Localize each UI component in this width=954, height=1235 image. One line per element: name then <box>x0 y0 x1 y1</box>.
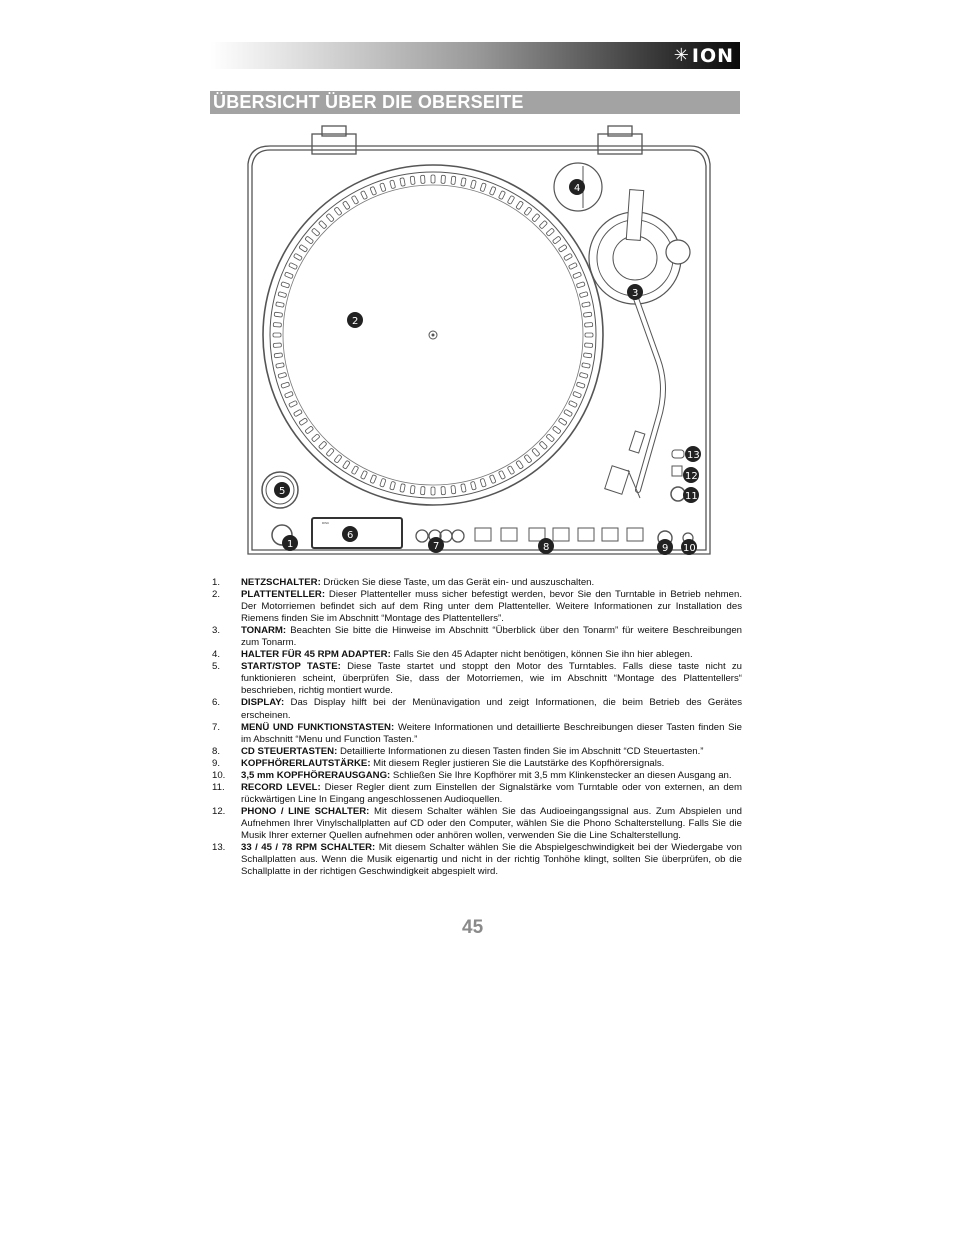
item-term: PHONO / LINE SCHALTER: <box>241 805 370 817</box>
svg-text:8: 8 <box>543 542 549 553</box>
item-text: Dieser Plattenteller muss sicher befesti… <box>241 589 742 625</box>
item-text: Detaillierte Informationen zu diesen Tas… <box>337 745 704 757</box>
item-term: KOPFHÖRERLAUTSTÄRKE: <box>241 757 371 769</box>
list-item: 9.KOPFHÖRERLAUTSTÄRKE: Mit diesem Regler… <box>212 757 665 769</box>
item-text: Das Display hilft bei der Menünavigation… <box>241 697 742 721</box>
item-text: Weitere Informationen und detaillierte B… <box>241 721 742 745</box>
list-item: 12.PHONO / LINE SCHALTER: Mit diesem Sch… <box>212 805 742 841</box>
svg-text:13: 13 <box>687 450 700 461</box>
svg-text:2: 2 <box>352 316 358 327</box>
ion-star-icon: ✳ <box>673 45 690 66</box>
item-term: PLATTENTELLER: <box>241 589 326 601</box>
item-term: START/STOP TASTE: <box>241 661 341 673</box>
item-term: MENÜ UND FUNKTIONSTASTEN: <box>241 721 395 733</box>
svg-text:6: 6 <box>347 530 353 541</box>
item-text: Beachten Sie bitte die Hinweise im Absch… <box>241 625 742 649</box>
item-text: Mit diesem Schalter wählen Sie die Abspi… <box>241 842 742 878</box>
list-item: 1.NETZSCHALTER: Drücken Sie diese Taste,… <box>212 577 595 588</box>
list-item: 13.33 / 45 / 78 RPM SCHALTER: Mit diesem… <box>212 842 742 878</box>
svg-text:3: 3 <box>632 288 638 299</box>
item-text: Falls Sie den 45 Adapter nicht benötigen… <box>390 649 693 661</box>
turntable-top-diagram: DISC 1 2 3 4 5 6 7 8 9 10 <box>240 120 720 560</box>
item-term: 33 / 45 / 78 RPM SCHALTER: <box>241 842 376 854</box>
item-term: NETZSCHALTER: <box>241 577 321 588</box>
svg-text:5: 5 <box>279 486 285 497</box>
svg-text:DISC: DISC <box>322 521 330 525</box>
item-term: 3,5 mm KOPFHÖRERAUSGANG: <box>241 769 391 781</box>
svg-text:12: 12 <box>685 471 698 482</box>
item-term: CD STEUERTASTEN: <box>241 745 338 757</box>
item-text: Mit diesem Regler justieren Sie die Laut… <box>370 757 665 769</box>
svg-text:7: 7 <box>433 541 439 552</box>
callout-markers: 1 2 3 4 5 6 7 8 9 10 11 12 13 <box>274 179 701 555</box>
header-gradient-bar: ✳ ION <box>210 42 740 69</box>
list-item: 5.START/STOP TASTE: Diese Taste startet … <box>212 661 742 697</box>
item-text: Diese Taste startet und stoppt den Motor… <box>241 661 742 697</box>
svg-text:4: 4 <box>574 183 580 194</box>
item-term: TONARM: <box>241 625 287 637</box>
item-term: RECORD LEVEL: <box>241 781 321 793</box>
page-number: 45 <box>462 917 484 938</box>
brand-name: ION <box>691 44 734 67</box>
list-item: 11.RECORD LEVEL: Dieser Regler dient zum… <box>212 781 742 805</box>
item-text: Dieser Regler dient zum Einstellen der S… <box>241 781 742 805</box>
svg-text:1: 1 <box>287 539 293 550</box>
svg-text:10: 10 <box>683 543 696 554</box>
list-item: 7.MENÜ UND FUNKTIONSTASTEN: Weitere Info… <box>212 721 742 745</box>
list-item: 3.TONARM: Beachten Sie bitte die Hinweis… <box>212 625 742 649</box>
item-text: Schließen Sie Ihre Kopfhörer mit 3,5 mm … <box>390 769 732 781</box>
svg-text:11: 11 <box>685 491 698 502</box>
item-text: Drücken Sie diese Taste, um das Gerät ei… <box>320 577 595 588</box>
list-item: 4.HALTER FÜR 45 RPM ADAPTER: Falls Sie d… <box>212 649 693 661</box>
list-item: 8.CD STEUERTASTEN: Detaillierte Informat… <box>212 745 704 757</box>
list-item: 6.DISPLAY: Das Display hilft bei der Men… <box>212 697 742 721</box>
list-item: 10.3,5 mm KOPFHÖRERAUSGANG: Schließen Si… <box>212 769 732 781</box>
list-item: 2.PLATTENTELLER: Dieser Plattenteller mu… <box>212 589 742 625</box>
item-text: Mit diesem Schalter wählen Sie das Audio… <box>241 805 742 841</box>
item-term: DISPLAY: <box>241 697 285 709</box>
ion-logo: ✳ ION <box>673 44 734 67</box>
feature-list: 1.NETZSCHALTER: Drücken Sie diese Taste,… <box>212 577 742 878</box>
item-term: HALTER FÜR 45 RPM ADAPTER: <box>241 649 391 661</box>
section-title: ÜBERSICHT ÜBER DIE OBERSEITE <box>210 91 740 114</box>
svg-text:9: 9 <box>662 543 668 554</box>
